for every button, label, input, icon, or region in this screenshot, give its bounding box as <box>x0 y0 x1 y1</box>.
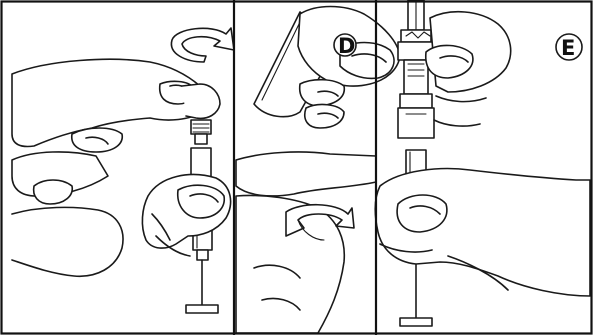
step-label-e: E <box>556 34 582 60</box>
step-letter-e: E <box>561 36 575 60</box>
syringe-3 <box>398 0 434 326</box>
hand-lower-3 <box>375 169 590 296</box>
step-letter-d: D <box>338 34 355 58</box>
hand-upper-3 <box>426 12 511 126</box>
step-label-d: D <box>334 34 356 58</box>
hand-left-1 <box>12 59 220 276</box>
hand-lower-2 <box>236 152 376 333</box>
panel-3: E <box>375 0 590 326</box>
rotate-arrow-icon <box>171 28 234 62</box>
hand-right-1 <box>142 175 230 256</box>
panel-1 <box>12 28 234 313</box>
hand-upper-2 <box>298 7 400 129</box>
